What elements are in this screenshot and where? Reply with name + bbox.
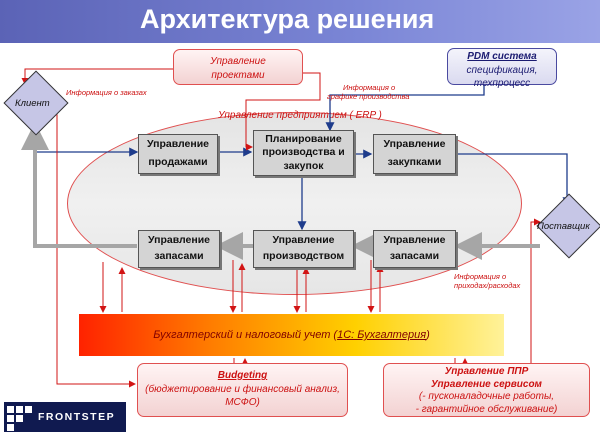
- purchasing-line1: Управление: [383, 138, 446, 150]
- inventory-right-module: Управление запасами: [373, 230, 456, 268]
- purchasing-line2: закупками: [387, 156, 442, 169]
- purchasing-module: Управление закупками: [373, 134, 456, 174]
- schedule-note: Информация о графике производства: [327, 83, 409, 102]
- ppr-title1: Управление ППР: [444, 366, 529, 377]
- frontstep-mark-icon: [7, 406, 32, 431]
- accounting-band: Бухгалтерский и налоговый учет ( 1С: Бух…: [79, 314, 504, 356]
- schedule-note-line1: Информация о: [343, 83, 396, 92]
- arrow-inventory-client: [21, 122, 137, 248]
- budgeting-box: Budgeting (бюджетирование и финансовый а…: [137, 363, 348, 417]
- ppr-line2: - гарантийное обслуживание): [415, 403, 558, 415]
- arrow-projects-client: [21, 68, 173, 85]
- pdm-box: PDM система спецификация, техпроцесс: [447, 48, 557, 89]
- budgeting-title: Budgeting: [217, 370, 268, 381]
- inventory-left-line1: Управление: [147, 234, 211, 246]
- budgeting-line1: (бюджетирование и финансовый анализ,: [145, 383, 340, 395]
- projects-line1: Управление: [210, 56, 266, 67]
- income-note: Информация о приходах/расходах: [454, 272, 520, 291]
- page-title: Архитектура решения: [140, 4, 435, 34]
- pdm-line2: техпроцесс: [473, 78, 531, 89]
- production-module: Управление производством: [253, 230, 354, 268]
- supplier-label: Поставщик: [537, 221, 590, 232]
- arrow-client-budgeting: [56, 103, 136, 388]
- income-note-line1: Информация о: [454, 272, 507, 281]
- planning-line3: закупок: [283, 159, 324, 172]
- accounting-prefix: Бухгалтерский и налоговый учет (: [153, 329, 338, 341]
- pdm-title: PDM система: [467, 51, 537, 62]
- arrow-projects-planning: [245, 72, 321, 151]
- schedule-note-line2: графике производства: [327, 92, 410, 102]
- pdm-line1: спецификация,: [466, 64, 538, 76]
- sales-module: Управление продажами: [138, 134, 218, 174]
- title-bar: Архитектура решения: [0, 0, 600, 43]
- logo-text: FRONTSTEP: [38, 411, 116, 423]
- inventory-left-line2: запасами: [154, 250, 204, 263]
- arrow-purchasing-supplier: [455, 153, 572, 207]
- ppr-title2: Управление сервисом: [431, 378, 542, 390]
- inventory-left-module: Управление запасами: [138, 230, 220, 268]
- ppr-box: Управление ППР Управление сервисом (- пу…: [383, 363, 590, 417]
- projects-line2: проектами: [211, 69, 265, 81]
- sales-line1: Управление: [146, 138, 210, 150]
- arrow-pdm-planning: [325, 81, 485, 132]
- projects-box: Управление проектами: [173, 49, 303, 85]
- arrow-client-sales: [35, 124, 139, 157]
- orders-note: Информация о заказах: [66, 88, 147, 97]
- income-note-line2: приходах/расходах: [454, 281, 521, 291]
- arrow-ppr-supplier: [530, 218, 541, 366]
- erp-label: Управление предприятием ( ERP ): [218, 110, 382, 121]
- inventory-right-line1: Управление: [383, 234, 446, 246]
- accounting-link[interactable]: 1С: Бухгалтерия: [337, 329, 427, 341]
- inventory-right-line2: запасами: [389, 250, 440, 263]
- planning-line1: Планирование: [265, 132, 342, 145]
- client-label: Клиент: [15, 98, 50, 109]
- production-line1: Управление: [272, 234, 335, 246]
- accounting-suffix: ): [426, 329, 430, 341]
- frontstep-logo: FRONTSTEP: [4, 402, 126, 432]
- planning-line2: производства и: [262, 146, 345, 159]
- production-line2: производством: [262, 250, 345, 263]
- ppr-line1: (- пусконаладочные работы,: [418, 391, 555, 402]
- budgeting-line2: МСФО): [225, 397, 260, 408]
- sales-line2: продажами: [148, 156, 208, 169]
- planning-module: Планирование производства и закупок: [253, 130, 354, 176]
